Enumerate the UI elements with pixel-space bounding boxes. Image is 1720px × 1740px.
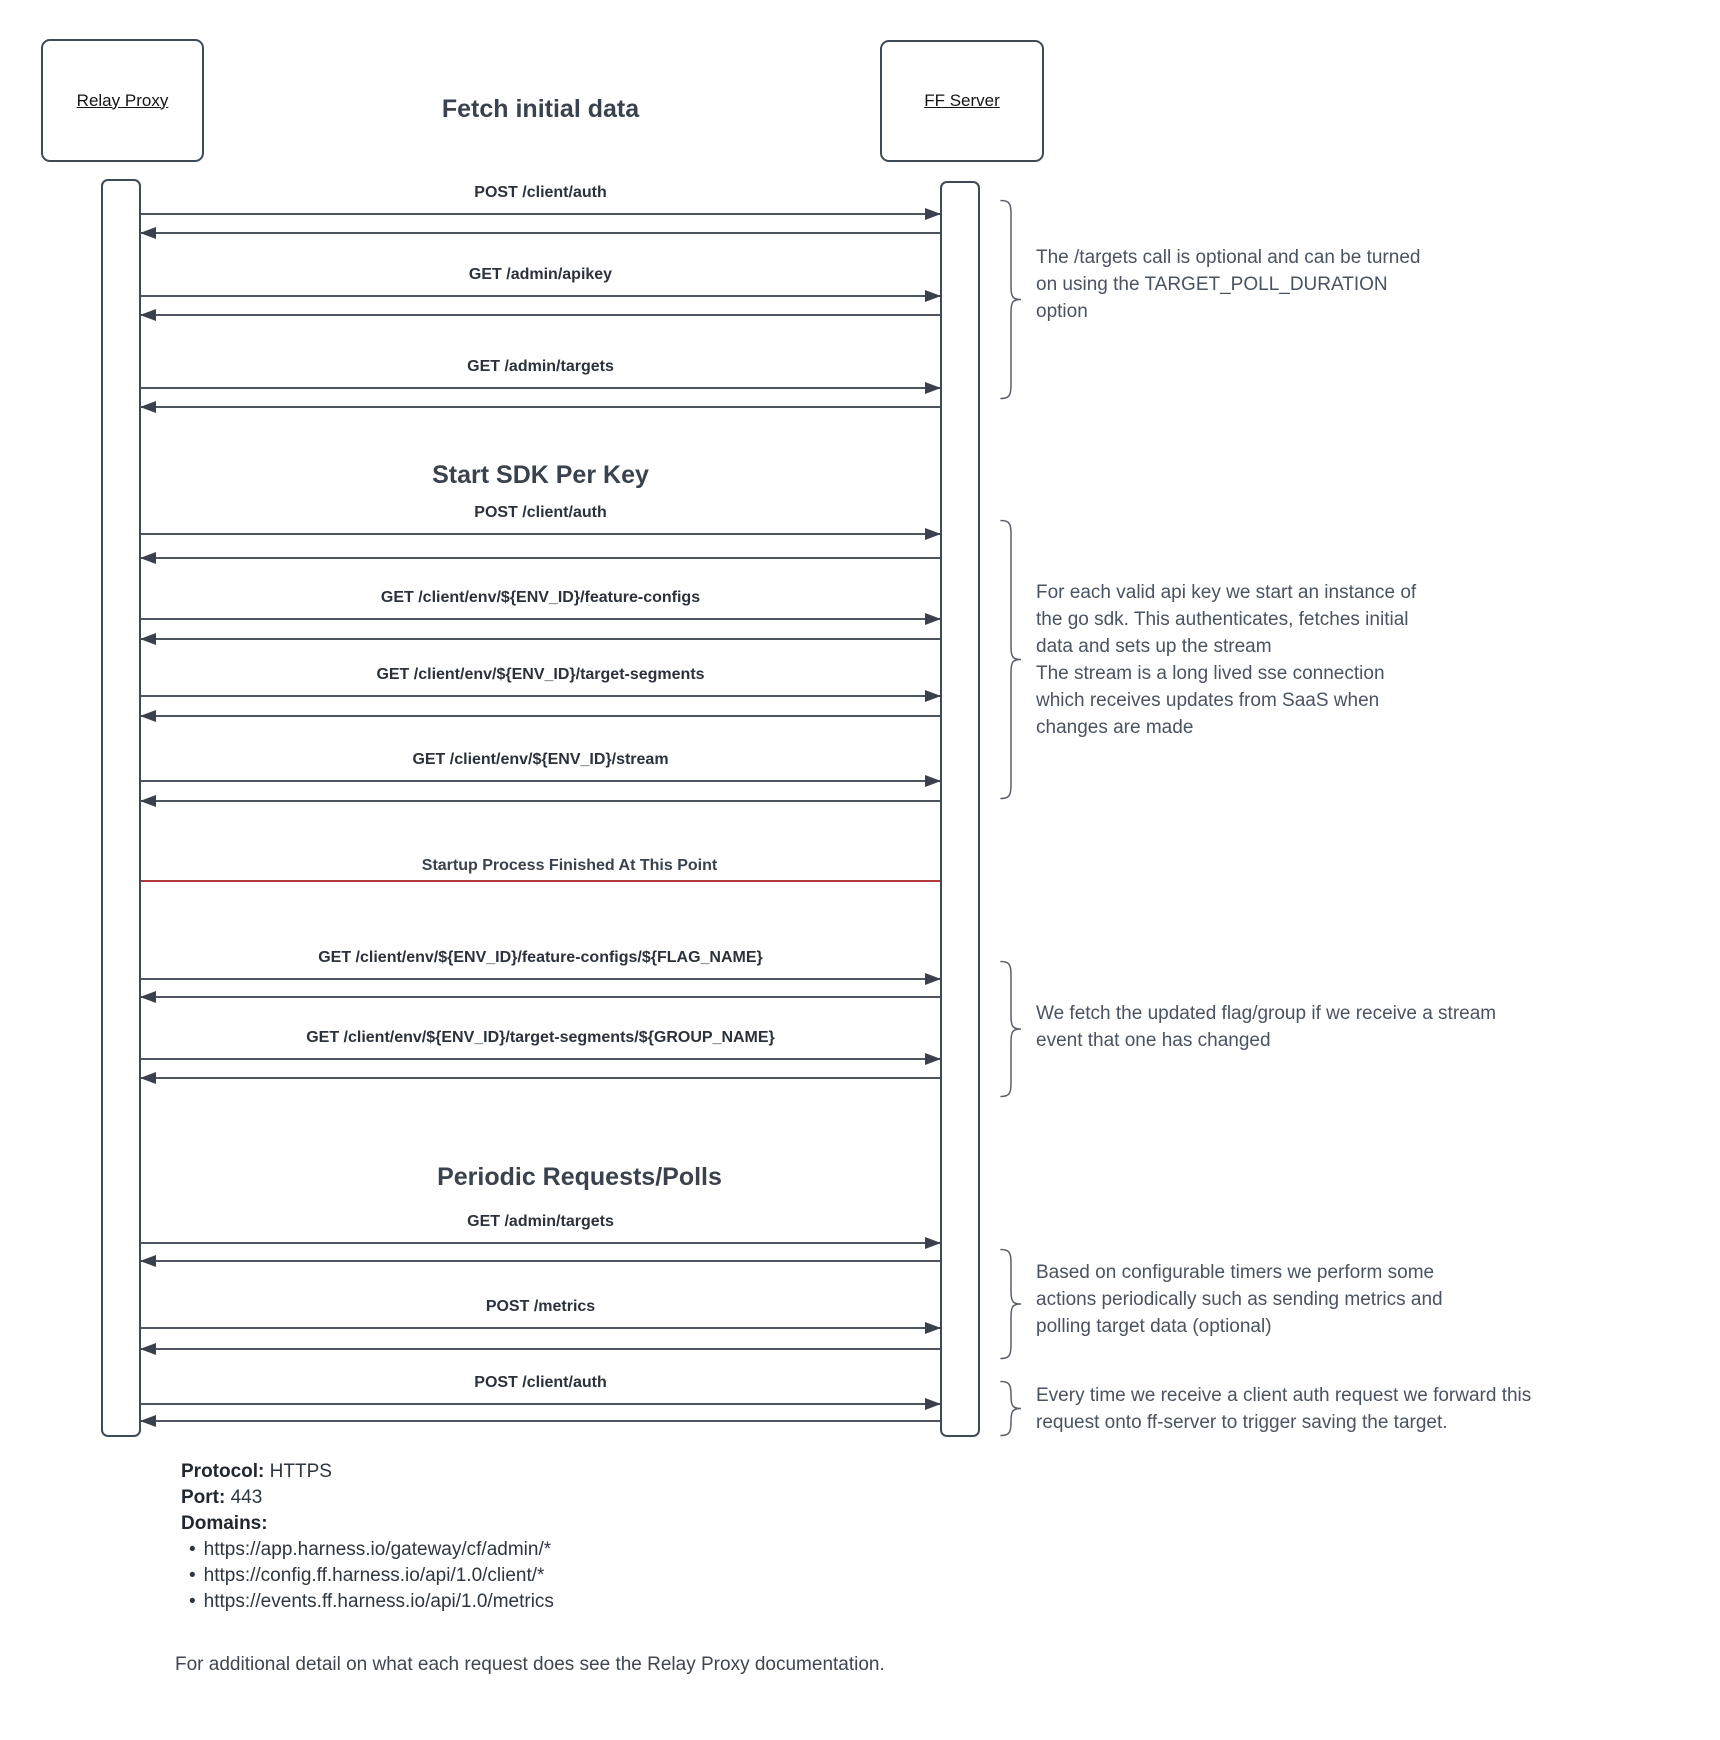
arrowhead-right-icon [925,775,941,787]
response-arrow [140,401,940,413]
message-label: GET /admin/targets [467,1213,614,1230]
request-arrow [141,208,941,220]
lifeline-relay-proxy [101,179,141,1437]
message-label: GET /client/env/${ENV_ID}/feature-config… [318,949,763,966]
arrowhead-right-icon [925,973,941,985]
diagram-title: Fetch initial data [441,95,640,123]
annotation-client-auth: Every time we receive a client auth requ… [1036,1385,1532,1433]
bullet-icon: • [189,1565,196,1586]
arrowhead-left-icon [140,227,156,239]
arrowhead-left-icon [140,991,156,1003]
request-arrow [141,528,941,540]
actor-ff-server-label: FF Server [924,91,1000,110]
annotation-targets-optional: The /targets call is optional and can be… [1036,247,1421,322]
curly-brace-icon [998,1248,1024,1365]
domain-item: • https://app.harness.io/gateway/cf/admin… [181,1537,554,1563]
response-arrow [140,552,940,564]
message-label: POST /metrics [485,1298,596,1315]
message-label: GET /client/env/${ENV_ID}/target-segment… [306,1029,775,1046]
response-arrow [140,309,940,321]
actor-ff-server: FF Server [880,40,1044,162]
request-arrow [141,382,941,394]
bullet-icon: • [189,1591,196,1612]
annotation-sdk-instance: For each valid api key we start an insta… [1036,582,1417,738]
response-arrow [140,710,940,722]
request-arrow [141,1322,941,1334]
port-label: Port: [181,1487,226,1508]
separator-label: Startup Process Finished At This Point [421,857,718,874]
arrowhead-right-icon [925,690,941,702]
arrowhead-left-icon [140,309,156,321]
actor-relay-proxy-label: Relay Proxy [76,90,169,110]
message-label: GET /client/env/${ENV_ID}/target-segment… [376,666,705,683]
annotation-timers: Based on configurable timers we perform … [1036,1262,1443,1337]
port-row: Port: 443 [181,1485,554,1511]
response-arrow [140,1255,940,1267]
message-label: GET /admin/targets [467,358,614,375]
arrowhead-right-icon [925,290,941,302]
message-label: POST /client/auth [474,1374,607,1391]
connection-info: Protocol: HTTPS Port: 443 Domains: • http… [181,1459,554,1615]
request-arrow [141,290,941,302]
request-arrow [141,1237,941,1249]
arrowhead-right-icon [925,208,941,220]
arrowhead-left-icon [140,710,156,722]
arrowhead-left-icon [140,1072,156,1084]
actor-relay-proxy: Relay Proxy [41,39,204,162]
response-arrow [140,1072,940,1084]
arrowhead-left-icon [140,1415,156,1427]
arrowhead-right-icon [925,1322,941,1334]
arrowhead-left-icon [140,401,156,413]
arrowhead-right-icon [925,382,941,394]
domains-label: Domains: [181,1513,268,1534]
arrowhead-right-icon [925,613,941,625]
curly-brace-icon [998,960,1024,1103]
annotation-stream-event: We fetch the updated flag/group if we re… [1036,1003,1497,1051]
response-arrow [140,1343,940,1355]
response-arrow [140,1415,940,1427]
request-arrow [141,690,941,702]
request-arrow [141,1398,941,1410]
domain-url: https://config.ff.harness.io/api/1.0/cli… [203,1565,545,1586]
curly-brace-icon [998,519,1024,805]
message-label: GET /client/env/${ENV_ID}/stream [412,751,669,768]
arrowhead-left-icon [140,633,156,645]
arrowhead-left-icon [140,795,156,807]
curly-brace-icon [998,199,1024,405]
curly-brace-icon [998,1380,1024,1442]
lifeline-ff-server [940,181,980,1437]
response-arrow [140,795,940,807]
arrowhead-right-icon [925,1237,941,1249]
port-value: 443 [230,1487,263,1508]
arrowhead-left-icon [140,1343,156,1355]
domain-item: • https://config.ff.harness.io/api/1.0/cl… [181,1563,554,1589]
protocol-row: Protocol: HTTPS [181,1459,554,1485]
request-arrow [141,775,941,787]
response-arrow [140,991,940,1003]
message-label: GET /admin/apikey [468,266,613,283]
section-heading-start-sdk: Start SDK Per Key [432,461,649,489]
protocol-label: Protocol: [181,1461,265,1482]
message-label: POST /client/auth [474,184,607,201]
arrowhead-left-icon [140,552,156,564]
request-arrow [141,973,941,985]
arrowhead-right-icon [925,1053,941,1065]
message-label: GET /client/env/${ENV_ID}/feature-config… [380,589,701,606]
request-arrow [141,1053,941,1065]
arrowhead-right-icon [925,1398,941,1410]
message-label: POST /client/auth [474,504,607,521]
protocol-value: HTTPS [269,1461,332,1482]
request-arrow [141,613,941,625]
response-arrow [140,633,940,645]
arrowhead-left-icon [140,1255,156,1267]
footer-note: For additional detail on what each reque… [175,1654,885,1675]
section-heading-periodic: Periodic Requests/Polls [437,1163,722,1191]
bullet-icon: • [189,1539,196,1560]
arrowhead-right-icon [925,528,941,540]
domain-item: • https://events.ff.harness.io/api/1.0/me… [181,1589,554,1615]
response-arrow [140,227,940,239]
separator-red-line [141,880,940,882]
domain-url: https://app.harness.io/gateway/cf/admin/… [203,1539,552,1560]
domain-url: https://events.ff.harness.io/api/1.0/met… [203,1591,554,1612]
